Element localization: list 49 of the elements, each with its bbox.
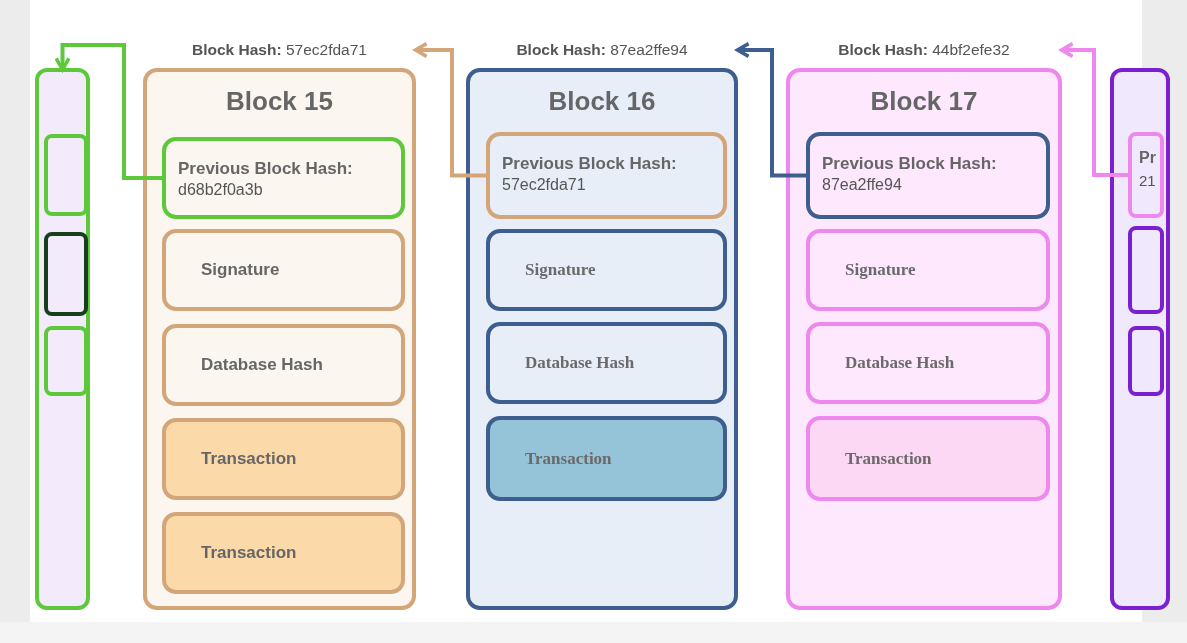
- empty-field-box: [1128, 326, 1164, 396]
- field-label: Transaction: [845, 448, 932, 469]
- block-field-box: [162, 512, 405, 594]
- block-title: Block 15: [225, 86, 334, 117]
- hash-value: 21: [1139, 172, 1156, 189]
- hash-value: 57ec2fda71: [502, 176, 586, 194]
- arrow: [413, 41, 486, 178]
- block-field-box: [806, 322, 1050, 404]
- field-label: Transaction: [201, 543, 297, 563]
- empty-field-box: [44, 134, 88, 216]
- field-label: Database Hash: [201, 355, 323, 375]
- previous-hash-box: [1128, 132, 1164, 218]
- block-hash-heading: Block Hash: 44bf2efe32: [837, 41, 1011, 59]
- field-label: Database Hash: [845, 353, 955, 373]
- hash-label: Pr: [1139, 149, 1156, 167]
- empty-field-box: [1128, 226, 1164, 314]
- field-label: Database Hash: [525, 353, 635, 373]
- block-field-box: [162, 418, 405, 500]
- hash-label: Previous Block Hash:: [502, 154, 677, 174]
- arrow: [1059, 41, 1128, 177]
- hash-value: d68b2f0a3b: [178, 181, 263, 199]
- previous-hash-box: [162, 137, 405, 219]
- block-title: Block 17: [869, 86, 979, 117]
- block-field-box: [486, 322, 727, 404]
- empty-field-box: [44, 232, 88, 316]
- empty-field-box: [44, 326, 88, 396]
- arrow: [54, 43, 162, 180]
- block-hash-heading: Block Hash: 57ec2fda71: [191, 41, 368, 59]
- previous-hash-box: [806, 132, 1050, 219]
- block-field-box: [806, 229, 1050, 311]
- block-field-box: [486, 229, 727, 311]
- block-field-box: [162, 229, 405, 311]
- hash-label: Previous Block Hash:: [822, 154, 997, 174]
- block-field-box: [162, 324, 405, 406]
- field-label: Transaction: [201, 449, 297, 469]
- field-label: Signature: [525, 260, 596, 280]
- block-field-box: [486, 416, 727, 501]
- block-hash-heading: Block Hash: 87ea2ffe94: [515, 41, 689, 59]
- previous-hash-box: [486, 132, 727, 219]
- field-label: Signature: [845, 260, 916, 280]
- partial-block-card: [1110, 68, 1170, 610]
- field-label: Transaction: [525, 448, 612, 469]
- hash-value: 87ea2ffe94: [822, 176, 902, 194]
- field-label: Signature: [201, 260, 280, 280]
- partial-block-card: [35, 68, 90, 610]
- arrow: [735, 41, 806, 178]
- block-field-box: [806, 416, 1050, 501]
- hash-label: Previous Block Hash:: [178, 159, 353, 179]
- block-title: Block 16: [547, 86, 657, 117]
